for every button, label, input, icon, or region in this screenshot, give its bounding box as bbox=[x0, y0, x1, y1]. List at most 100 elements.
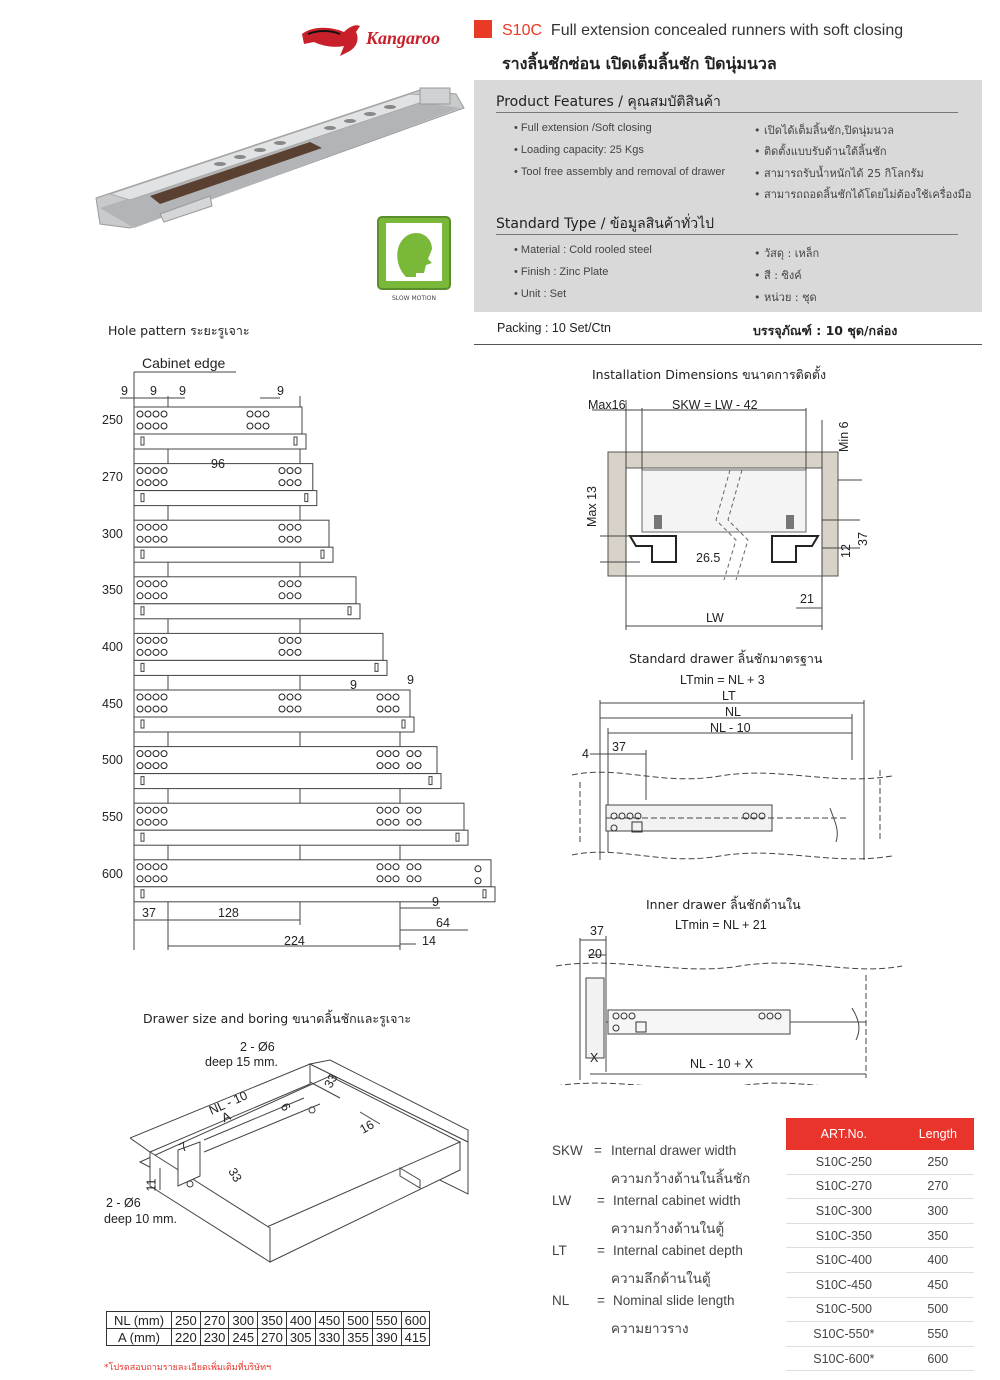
hole-mark bbox=[160, 762, 168, 770]
hole-mark bbox=[278, 479, 286, 487]
hole-mark bbox=[286, 535, 294, 543]
dim-label: 9 bbox=[350, 678, 357, 692]
slide-plate bbox=[133, 859, 492, 888]
hole-mark bbox=[294, 580, 302, 588]
hole-mark bbox=[384, 863, 392, 871]
hole-mark bbox=[286, 592, 294, 600]
hole-mark bbox=[406, 762, 414, 770]
dim-label: 9 bbox=[277, 384, 284, 398]
hole-mark bbox=[246, 422, 254, 430]
hole-mark bbox=[136, 467, 144, 475]
hole-mark bbox=[144, 580, 152, 588]
hole-mark bbox=[160, 580, 168, 588]
hole-mark bbox=[144, 875, 152, 883]
standard-th: • หน่วย : ชุด bbox=[754, 291, 817, 304]
slot-mark bbox=[140, 662, 145, 672]
slide-plate bbox=[133, 576, 357, 605]
dim-label: 128 bbox=[218, 906, 239, 920]
dim-label: NL - 10 bbox=[710, 721, 751, 735]
hole-pattern-title: Hole pattern ระยะรูเจาะ bbox=[108, 323, 250, 338]
hole-mark bbox=[136, 410, 144, 418]
features-title: Product Features / คุณสมบัติสินค้า bbox=[496, 94, 721, 110]
slide-rail bbox=[133, 773, 442, 790]
hole-mark bbox=[278, 523, 286, 531]
hole-mark bbox=[136, 818, 144, 826]
hole-mark bbox=[392, 875, 400, 883]
hole-mark bbox=[376, 806, 384, 814]
hole-mark bbox=[160, 693, 168, 701]
cabinet-edge-label: Cabinet edge bbox=[142, 355, 226, 371]
hole-mark bbox=[414, 818, 422, 826]
slot-mark bbox=[455, 832, 460, 842]
hole-mark bbox=[160, 750, 168, 758]
dim-label: NL - 10 + X bbox=[690, 1057, 754, 1071]
hole-mark bbox=[384, 818, 392, 826]
hole-mark bbox=[384, 705, 392, 713]
table-row: S10C-550*550 bbox=[786, 1321, 974, 1347]
hole-mark bbox=[136, 863, 144, 871]
dim-label: 26.5 bbox=[696, 551, 721, 565]
hole-mark bbox=[286, 479, 294, 487]
hole-mark bbox=[152, 806, 160, 814]
legend-term: NL bbox=[552, 1293, 570, 1308]
feature-th: • เปิดได้เต็มลิ้นชัก,ปิดนุ่มนวล bbox=[754, 124, 894, 137]
art-no-header: ART.No. bbox=[786, 1118, 902, 1150]
hole-mark bbox=[294, 592, 302, 600]
hole-mark bbox=[376, 863, 384, 871]
hole-depth: deep 10 mm. bbox=[104, 1212, 177, 1226]
hole-mark bbox=[384, 875, 392, 883]
hole-mark bbox=[278, 535, 286, 543]
hole-mark bbox=[144, 410, 152, 418]
legend-term: SKW bbox=[552, 1143, 583, 1158]
dim-label: 224 bbox=[284, 934, 305, 948]
hole-mark bbox=[294, 523, 302, 531]
hole-mark bbox=[144, 762, 152, 770]
hole-mark bbox=[144, 863, 152, 871]
hole-mark bbox=[286, 523, 294, 531]
dim-label: 20 bbox=[588, 947, 602, 961]
hole-mark bbox=[414, 762, 422, 770]
slide-rail bbox=[133, 433, 307, 450]
hole-mark bbox=[376, 875, 384, 883]
hole-pattern-diagram bbox=[120, 371, 496, 950]
dim-label: Min 6 bbox=[837, 421, 851, 452]
slide-rail bbox=[133, 546, 334, 563]
hole-mark bbox=[376, 693, 384, 701]
product-photo bbox=[95, 87, 465, 229]
hole-mark bbox=[254, 422, 262, 430]
installation-title: Installation Dimensions ขนาดการติดตั้ง bbox=[592, 367, 827, 382]
slot-mark bbox=[140, 719, 145, 729]
dim-label: 37 bbox=[856, 532, 870, 546]
slot-mark bbox=[140, 606, 145, 616]
hole-mark bbox=[294, 636, 302, 644]
standard-th: • สี : ซิงค์ bbox=[754, 269, 802, 282]
standard-drawer-diagram bbox=[571, 700, 893, 860]
hole-mark bbox=[136, 705, 144, 713]
slide-rail bbox=[133, 829, 469, 846]
hole-mark bbox=[406, 818, 414, 826]
dim-label: Max16 bbox=[588, 398, 626, 412]
hole-mark bbox=[144, 693, 152, 701]
slide-rows bbox=[133, 406, 496, 903]
hole-mark bbox=[376, 705, 384, 713]
hole-mark bbox=[278, 648, 286, 656]
slow-motion-icon: SLOW MOTION bbox=[377, 216, 451, 302]
hole-mark bbox=[152, 693, 160, 701]
hole-mark bbox=[392, 806, 400, 814]
feature-th: • ติดตั้งแบบรับด้านใต้ลิ้นชัก bbox=[754, 145, 887, 158]
hole-mark bbox=[160, 875, 168, 883]
hole-spec: 2 - Ø6 bbox=[240, 1040, 275, 1054]
hole-mark bbox=[474, 877, 482, 885]
hole-mark bbox=[392, 705, 400, 713]
slot-mark bbox=[140, 493, 145, 503]
slide-plate bbox=[133, 689, 411, 718]
hole-mark bbox=[278, 705, 286, 713]
length-label: 270 bbox=[102, 470, 123, 484]
slide-rail bbox=[133, 603, 361, 620]
